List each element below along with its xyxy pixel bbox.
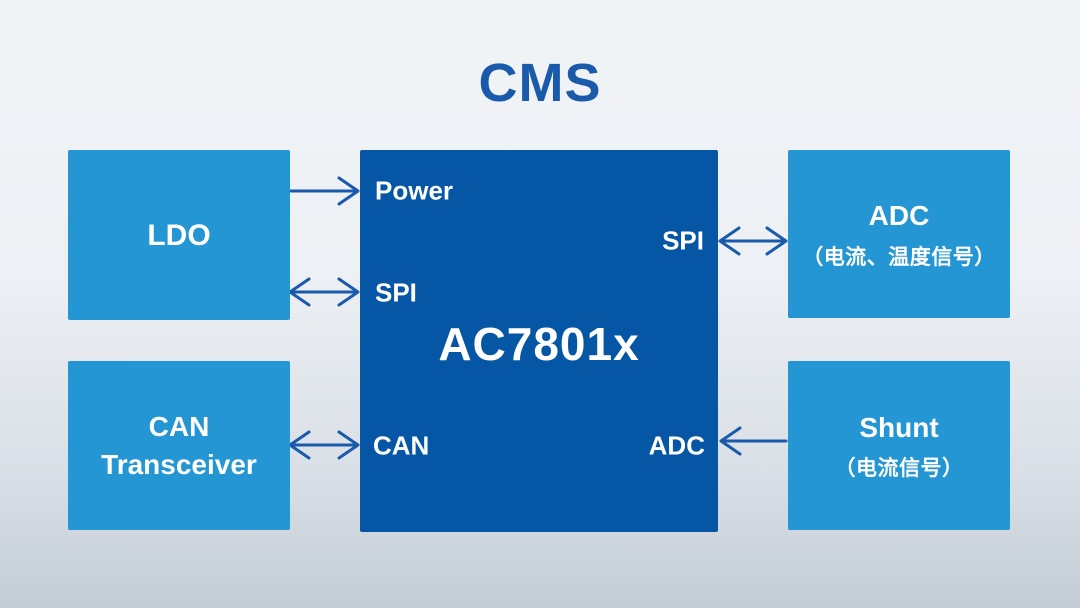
block-can-transceiver: CAN Transceiver — [68, 361, 290, 530]
chip-port-power-label: Power — [375, 175, 454, 206]
arrow-power-right-icon — [289, 176, 360, 206]
block-shunt-label: Shunt — [859, 411, 939, 443]
chip-name-label: AC7801x — [438, 318, 640, 370]
arrow-spi-right-bidirectional-icon — [718, 226, 788, 256]
block-adc-label: ADC — [868, 200, 930, 232]
block-ldo-label: LDO — [147, 218, 211, 252]
block-adc: ADC （电流、温度信号） — [788, 150, 1010, 318]
block-can-transceiver-line2: Transceiver — [101, 448, 257, 480]
diagram-title: CMS — [478, 53, 602, 113]
chip-port-can-label: CAN — [373, 430, 430, 461]
block-can-transceiver-line1: CAN — [148, 410, 210, 442]
arrow-can-bidirectional-icon — [288, 430, 360, 460]
arrow-spi-left-bidirectional-icon — [288, 277, 360, 307]
block-ac7801x-chip: Power SPI AC7801x SPI CAN ADC — [360, 150, 718, 532]
block-shunt: Shunt （电流信号） — [788, 361, 1010, 530]
block-adc-sublabel: （电流、温度信号） — [802, 245, 996, 269]
chip-port-spi-left-label: SPI — [375, 277, 417, 308]
arrow-shunt-adc-left-icon — [719, 426, 788, 456]
block-ldo: LDO — [68, 150, 290, 320]
chip-port-adc-label: ADC — [648, 430, 705, 461]
chip-port-spi-right-label: SPI — [662, 225, 704, 256]
block-shunt-sublabel: （电流信号） — [834, 457, 964, 481]
